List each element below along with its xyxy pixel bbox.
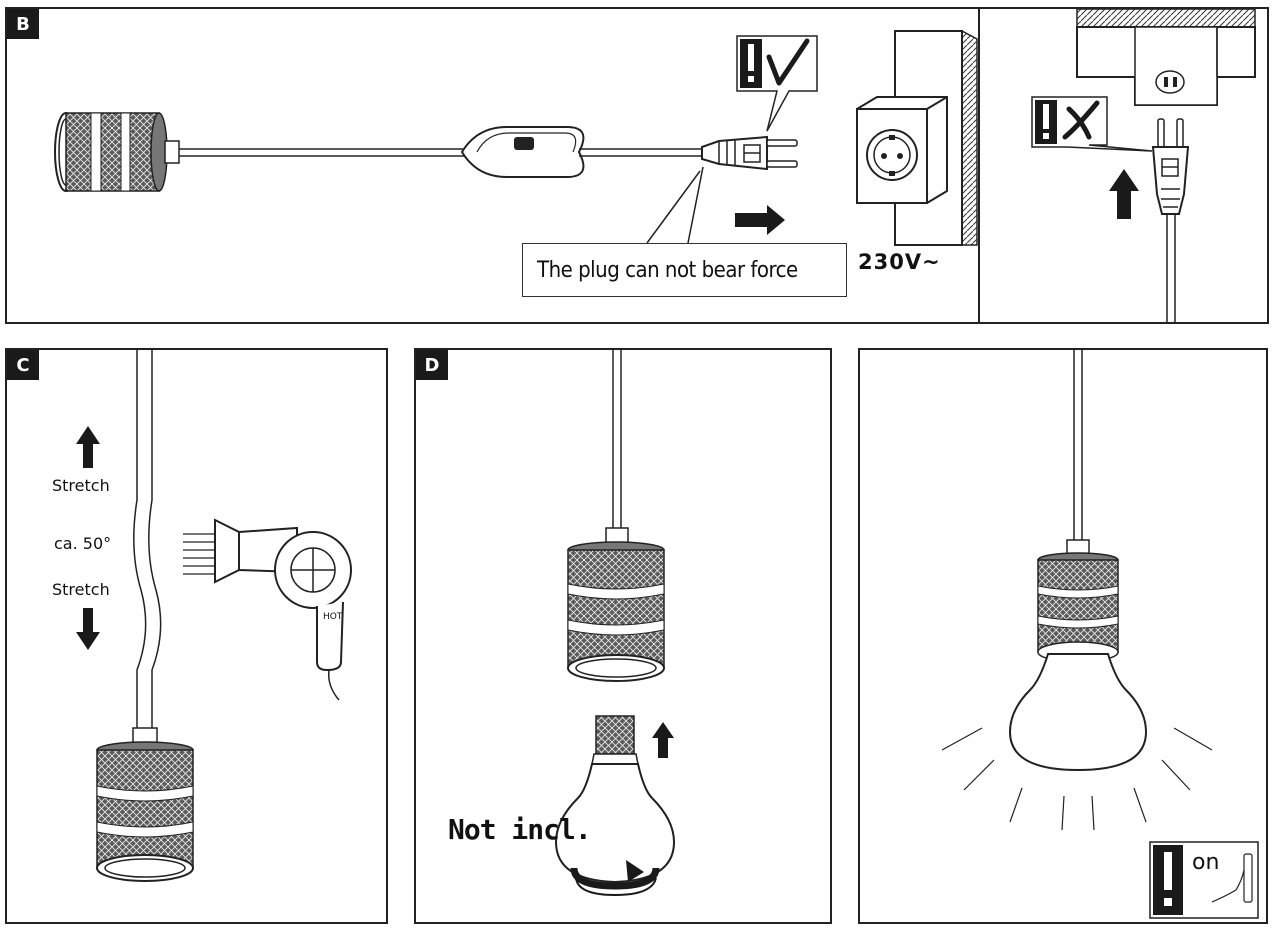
rejected-callout [1031, 96, 1153, 152]
switch-on-label: on [1192, 850, 1220, 875]
voltage-label: 230V~ [858, 250, 941, 274]
check-mark-icon [766, 38, 810, 86]
panel-e-illustration [941, 350, 1259, 919]
panel-c-illustration [76, 350, 352, 882]
cross-mark-icon [1062, 100, 1100, 140]
panel-e: on [858, 348, 1268, 924]
panel-b-illustration [54, 9, 1256, 322]
socket-sideways [54, 112, 180, 192]
ceiling-socket [1076, 9, 1256, 106]
socket-hanging [96, 727, 194, 882]
light-rays [941, 727, 1213, 831]
arrow-icon [652, 722, 674, 758]
arrow-icon [76, 608, 100, 650]
panel-b-tag: B [7, 9, 39, 39]
socket-hanging [567, 527, 665, 682]
hair-dryer [183, 518, 352, 701]
arrow-icon [1109, 169, 1139, 219]
plug-note: The plug can not bear force [522, 243, 847, 297]
panel-b: B [5, 7, 1269, 324]
hot-label: HOT [323, 612, 343, 622]
light-bulb-lit [1008, 653, 1148, 772]
stretch-label-bottom: Stretch [52, 580, 110, 599]
panel-d: D Not incl. [414, 348, 832, 924]
arrow-icon [76, 426, 100, 468]
plug-vertical [1151, 118, 1190, 322]
panel-d-illustration [554, 350, 676, 897]
panel-d-tag: D [416, 350, 448, 380]
panel-c-tag: C [7, 350, 39, 380]
temperature-label: ca. 50° [54, 534, 112, 553]
stretch-label-top: Stretch [52, 476, 110, 495]
switch-on-callout [1149, 841, 1259, 919]
wall-socket [856, 30, 978, 246]
inline-switch [460, 126, 585, 178]
approved-callout [736, 35, 818, 132]
panel-c: C [5, 348, 388, 924]
socket-lit [1037, 539, 1119, 663]
not-included-label: Not incl. [448, 813, 592, 846]
plug [701, 135, 798, 171]
arrow-icon [735, 205, 785, 235]
light-bulb [554, 715, 676, 884]
rotate-arrow-icon [570, 860, 660, 897]
